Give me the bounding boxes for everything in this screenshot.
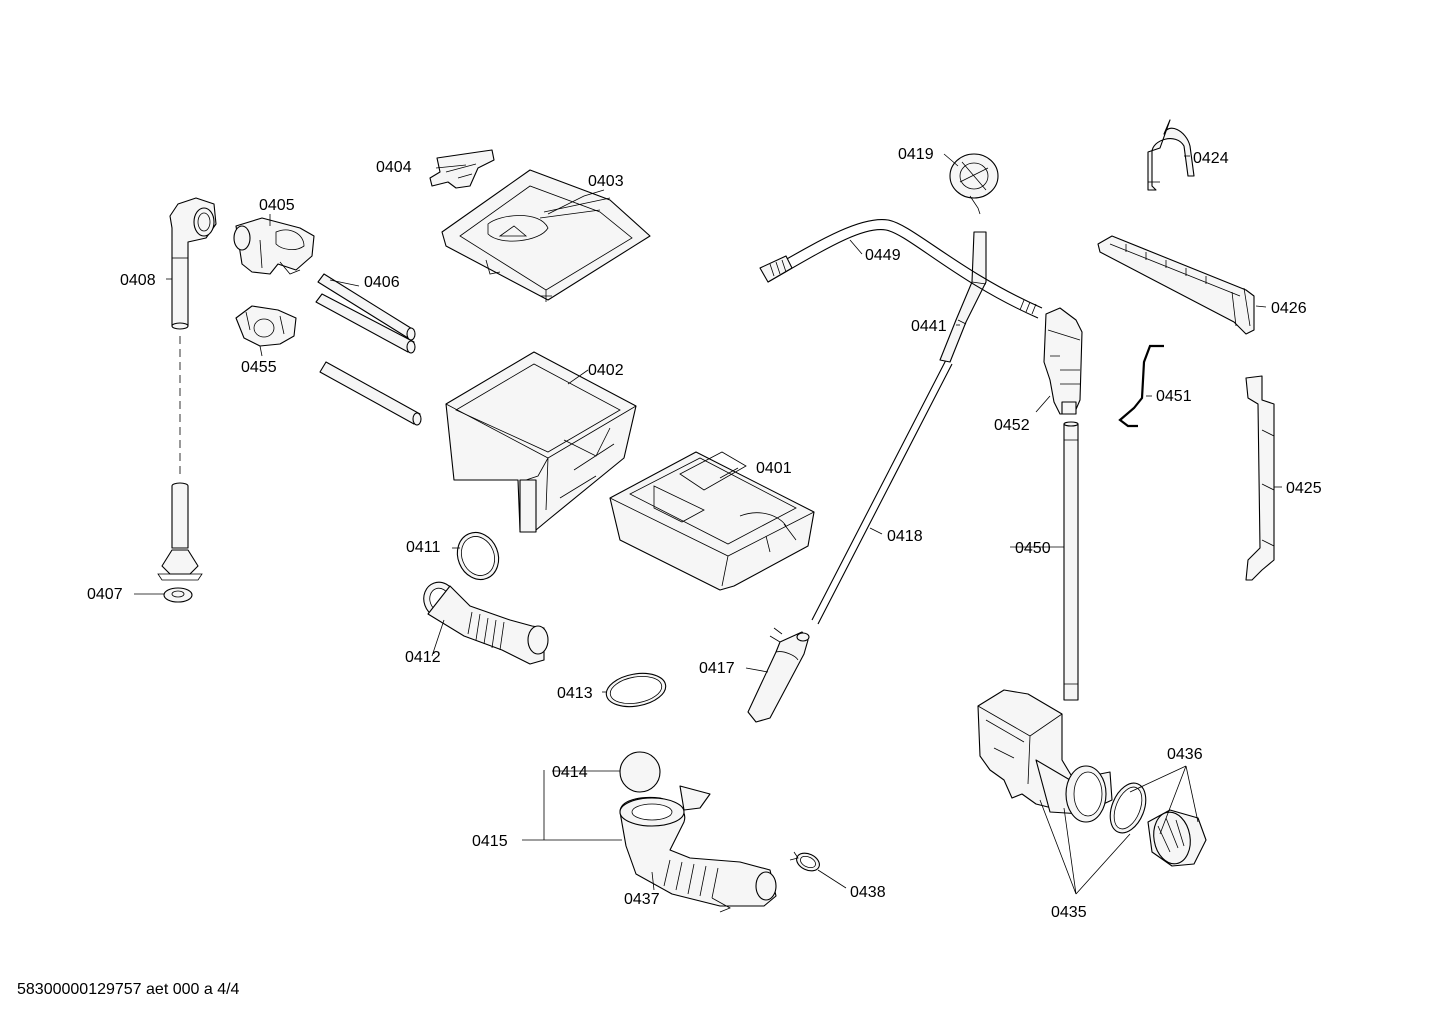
part-0438-clamp	[789, 851, 820, 872]
part-0437-sump-hose	[619, 785, 777, 913]
label-0435: 0435	[1051, 904, 1087, 921]
part-0403-frame	[441, 169, 651, 302]
label-0418: 0418	[887, 528, 923, 545]
label-0405: 0405	[259, 197, 295, 214]
label-0401: 0401	[756, 460, 792, 477]
label-0419: 0419	[898, 146, 934, 163]
part-0406-tubes	[315, 273, 422, 426]
label-0406: 0406	[364, 274, 400, 291]
label-0441: 0441	[911, 318, 947, 335]
label-0415: 0415	[472, 833, 508, 850]
part-0413-ring	[605, 672, 667, 708]
part-0401-drawer	[609, 451, 815, 591]
document-id-footer: 58300000129757 aet 000 a 4/4	[17, 981, 240, 998]
label-0413: 0413	[557, 685, 593, 702]
part-0404-bracket	[429, 149, 495, 189]
part-0436-filter	[1109, 782, 1207, 867]
label-0403: 0403	[588, 173, 624, 190]
part-0455-valve	[235, 305, 297, 347]
part-0402-drawer-housing	[445, 351, 637, 533]
label-0408: 0408	[120, 272, 156, 289]
part-0425-rail	[1245, 375, 1275, 581]
part-0426-rail	[1097, 235, 1255, 335]
part-0412-bellows-hose	[423, 581, 549, 665]
label-0424: 0424	[1193, 150, 1229, 167]
part-0405-valve	[233, 217, 315, 275]
label-0414: 0414	[552, 764, 588, 781]
leader-lines	[134, 153, 1282, 895]
label-0438: 0438	[850, 884, 886, 901]
part-0452-connector	[1043, 307, 1083, 415]
label-0449: 0449	[865, 247, 901, 264]
part-0450-hose	[1063, 421, 1079, 701]
label-0455: 0455	[241, 359, 277, 376]
label-0425: 0425	[1286, 480, 1322, 497]
label-0452: 0452	[994, 417, 1030, 434]
part-0424-hook	[1147, 119, 1195, 191]
part-0408-hose-upper	[169, 197, 217, 330]
label-0450: 0450	[1015, 540, 1051, 557]
label-0411: 0411	[406, 539, 441, 556]
part-0418-pressure-hose	[811, 359, 953, 625]
label-0426: 0426	[1271, 300, 1307, 317]
part-0419-pressure-switch	[949, 153, 999, 215]
label-0437: 0437	[624, 891, 660, 908]
label-0412: 0412	[405, 649, 441, 666]
part-0407-hose-lower	[157, 482, 203, 581]
label-0407: 0407	[87, 586, 123, 603]
part-0451-clip	[1118, 344, 1164, 428]
label-0404: 0404	[376, 159, 412, 176]
part-0435-pump	[977, 689, 1113, 823]
part-0449-pipe	[759, 219, 1043, 319]
part-labels: 0404 0403 0405 0408 0406 0455 0402 0401 …	[87, 146, 1322, 921]
part-0441-hose-holder	[939, 231, 987, 363]
part-0407-washer	[163, 587, 193, 603]
label-0402: 0402	[588, 362, 624, 379]
label-0417: 0417	[699, 660, 735, 677]
label-0436: 0436	[1167, 746, 1203, 763]
part-0417-pressure-chamber	[747, 627, 810, 723]
part-0414-ball	[619, 751, 661, 793]
part-0411-ring	[456, 531, 500, 581]
label-0451: 0451	[1156, 388, 1192, 405]
